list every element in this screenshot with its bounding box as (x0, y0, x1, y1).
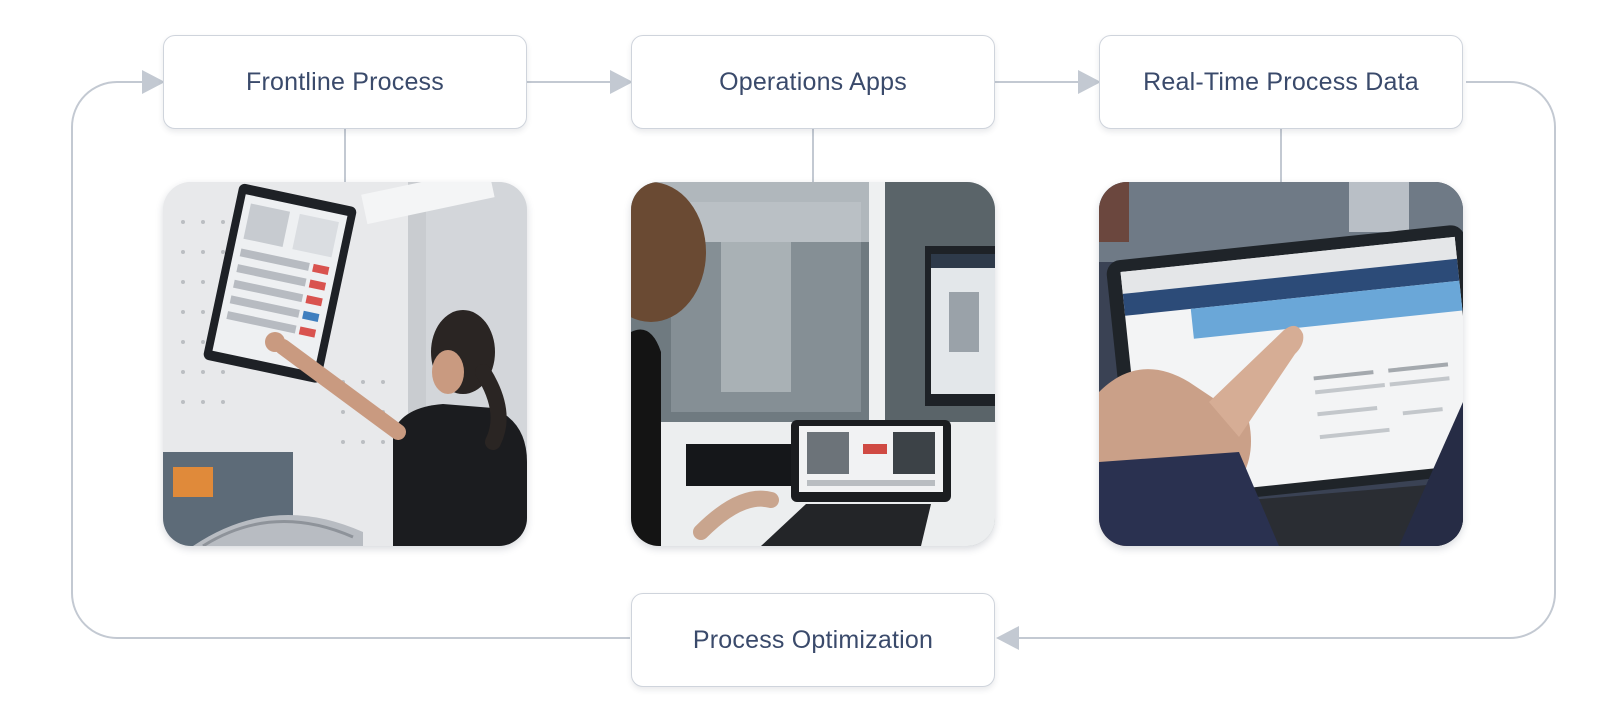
node-frontline-process-label: Frontline Process (246, 67, 444, 96)
node-real-time-process-data-label: Real-Time Process Data (1143, 67, 1419, 96)
node-process-optimization-label: Process Optimization (692, 625, 934, 654)
node-process-optimization: Process Optimization (631, 593, 995, 687)
node-real-time-process-data: Real-Time Process Data (1099, 35, 1463, 129)
arrowhead-into-frontline (142, 70, 165, 94)
arrowhead-into-optimization (996, 626, 1019, 650)
arrowhead-into-realtime (1078, 70, 1101, 94)
photo-operations-operator-image (631, 182, 995, 546)
loop-connector (1014, 81, 1556, 639)
photo-frontline-worker (163, 182, 527, 546)
arrowhead-into-operations (610, 70, 633, 94)
photo-frontline-worker-image (163, 182, 527, 546)
photo-operations-operator (631, 182, 995, 546)
node-frontline-process: Frontline Process (163, 35, 527, 129)
photo-realtime-tablet-image (1099, 182, 1463, 546)
node-operations-apps-label: Operations Apps (719, 67, 907, 96)
photo-realtime-tablet (1099, 182, 1463, 546)
loop-connector-return (71, 81, 630, 639)
node-operations-apps: Operations Apps (631, 35, 995, 129)
